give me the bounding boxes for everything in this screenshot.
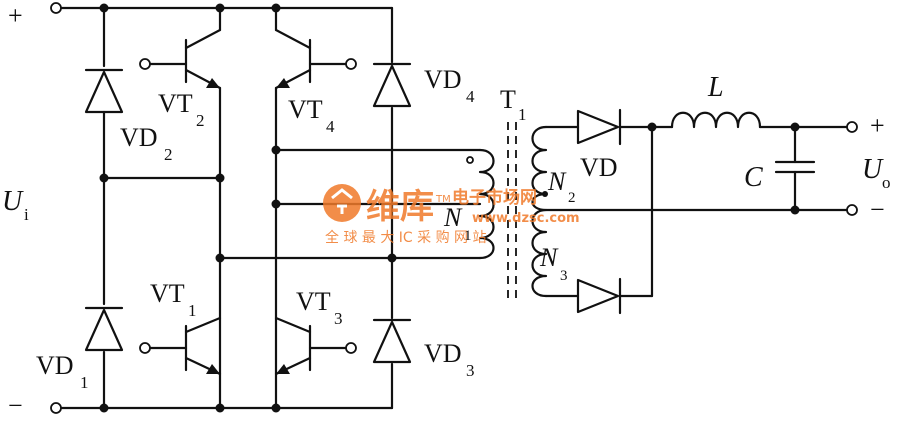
transformer-core bbox=[507, 122, 517, 298]
vt1-transistor bbox=[139, 316, 222, 376]
label-vd4-sub: 4 bbox=[466, 87, 475, 106]
input-minus-terminal bbox=[50, 402, 62, 414]
label-input-minus: − bbox=[8, 391, 23, 420]
label-n3: N bbox=[539, 243, 559, 272]
label-vd4: VD bbox=[424, 65, 462, 94]
label-vd1: VD bbox=[36, 351, 74, 380]
label-n1-sub: 1 bbox=[464, 228, 472, 244]
label-vt1-sub: 1 bbox=[188, 301, 197, 320]
label-vt3-sub: 3 bbox=[334, 309, 343, 328]
vd1-diode bbox=[84, 306, 124, 352]
label-n3-sub: 3 bbox=[560, 268, 568, 284]
label-ui: U bbox=[2, 186, 24, 217]
inductor-l bbox=[670, 111, 850, 129]
label-ui-sub: i bbox=[24, 205, 29, 224]
label-t1: T bbox=[500, 85, 516, 114]
vt2-transistor bbox=[139, 6, 222, 410]
watermark-logo-icon bbox=[323, 184, 361, 222]
label-capacitor: C bbox=[744, 162, 763, 193]
label-vd2: VD bbox=[120, 123, 158, 152]
capacitor-c bbox=[774, 125, 816, 212]
label-inductor: L bbox=[707, 72, 724, 103]
watermark-url: www.dzsc.com bbox=[472, 211, 580, 226]
vd2-diode bbox=[84, 68, 124, 114]
label-vt2: VT bbox=[158, 89, 193, 118]
label-vt4: VT bbox=[288, 95, 323, 124]
label-vt1: VT bbox=[150, 279, 185, 308]
watermark: 维库 TM 电子市场网 www.dzsc.com 全 球 最 大 IC 采 购 … bbox=[323, 184, 580, 246]
label-n2-sub: 2 bbox=[568, 190, 576, 206]
output-minus-terminal bbox=[846, 204, 858, 216]
vt3-transistor bbox=[274, 316, 357, 376]
transformer-primary-winding bbox=[466, 148, 495, 260]
vt4-transistor bbox=[274, 6, 357, 410]
vd4-diode bbox=[372, 62, 412, 108]
label-t1-sub: 1 bbox=[518, 105, 527, 124]
input-plus-terminal bbox=[50, 2, 62, 14]
watermark-tm: TM bbox=[435, 194, 451, 205]
label-n1: N bbox=[443, 203, 463, 232]
label-output-minus: − bbox=[870, 195, 885, 224]
watermark-slogan: 全 球 最 大 IC 采 购 网 站 bbox=[325, 229, 487, 246]
label-input-plus: + bbox=[8, 1, 23, 30]
label-uo-sub: o bbox=[882, 173, 891, 192]
vd-top-diode bbox=[576, 108, 674, 146]
label-output-plus: + bbox=[870, 111, 885, 140]
label-vd3-sub: 3 bbox=[466, 361, 475, 380]
watermark-brand: 维库 bbox=[366, 187, 434, 227]
watermark-tagline: 电子市场网 bbox=[452, 187, 537, 208]
label-vd2-sub: 2 bbox=[164, 145, 173, 164]
output-plus-terminal bbox=[846, 121, 858, 133]
vd3-diode bbox=[372, 318, 412, 364]
label-vt2-sub: 2 bbox=[196, 111, 205, 130]
label-vd1-sub: 1 bbox=[80, 373, 89, 392]
label-vd-out: VD bbox=[580, 153, 618, 182]
label-vt3: VT bbox=[296, 287, 331, 316]
vd-bottom-diode bbox=[576, 277, 654, 315]
label-vt4-sub: 4 bbox=[326, 117, 335, 136]
label-vd3: VD bbox=[424, 339, 462, 368]
label-n2: N bbox=[547, 167, 567, 196]
label-uo: U bbox=[862, 154, 884, 185]
